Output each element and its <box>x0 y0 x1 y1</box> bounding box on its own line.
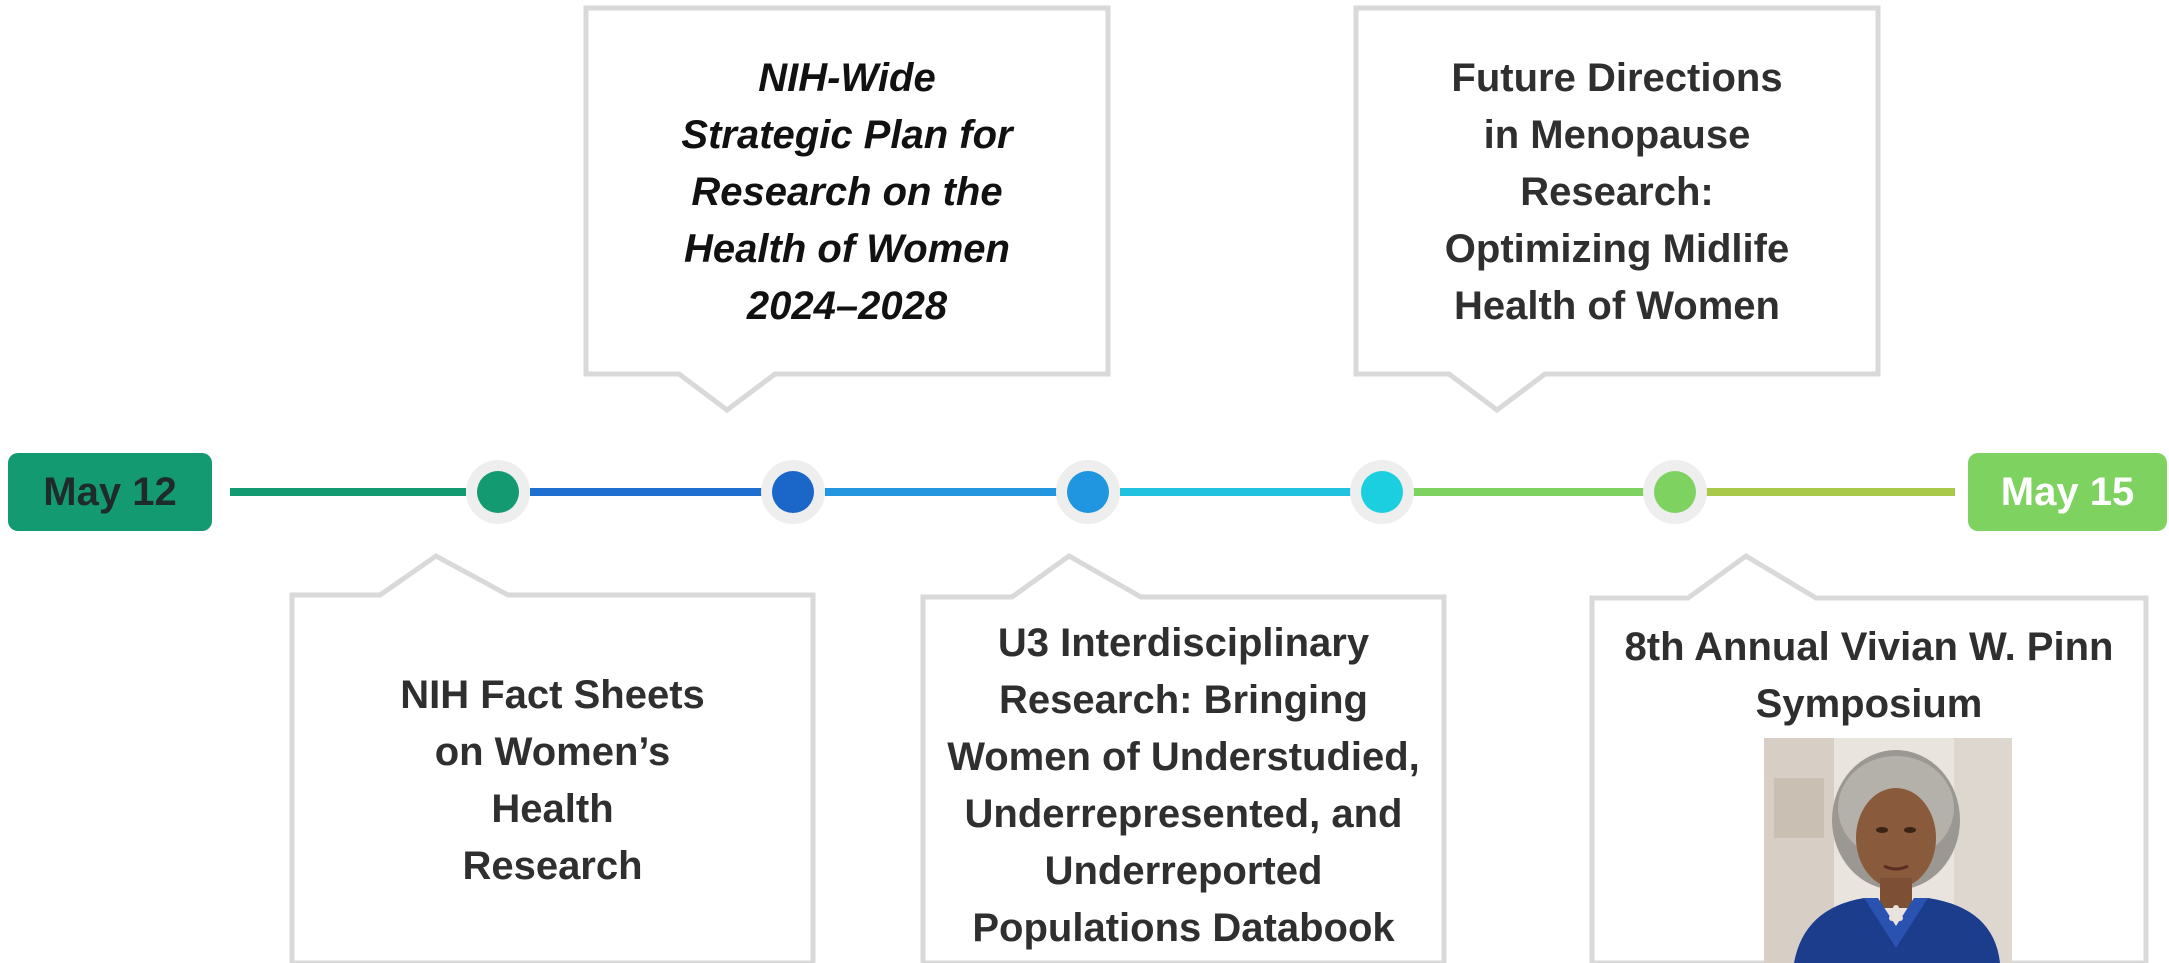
portrait-illustration <box>1764 738 2012 963</box>
fact-sheets-title: NIH Fact Sheets on Women’s Health Resear… <box>296 665 809 897</box>
strategic-plan-title: NIH-Wide Strategic Plan for Research on … <box>590 20 1104 365</box>
u3-databook-line: Populations Databook <box>972 906 1395 950</box>
menopause-line: Health of Women <box>1454 284 1780 328</box>
u3-databook-title: U3 Interdisciplinary Research: Bringing … <box>927 612 1440 960</box>
timeline-segment <box>1120 488 1356 496</box>
start-date-badge: May 12 <box>8 453 212 531</box>
menopause-line: Research: <box>1520 170 1714 214</box>
timeline-node-dot <box>1361 471 1403 513</box>
callout-box-u3-databook <box>920 553 1447 963</box>
timeline-node-4 <box>1350 460 1414 524</box>
strategic-plan-line: Research on the <box>691 170 1003 214</box>
timeline-segment <box>1412 488 1648 496</box>
menopause-line: Future Directions <box>1451 56 1783 100</box>
timeline-segment <box>1705 488 1955 496</box>
fact-sheets-line: Health <box>491 787 614 831</box>
menopause-line: in Menopause <box>1483 113 1751 157</box>
timeline-node-dot <box>1654 471 1696 513</box>
u3-databook-line: Underrepresented, and <box>964 792 1403 836</box>
end-date-label: May 15 <box>2000 470 2135 514</box>
timeline-node-5 <box>1643 460 1707 524</box>
fact-sheets-line: NIH Fact Sheets <box>400 673 705 717</box>
pinn-symposium-line: Symposium <box>1755 682 1983 726</box>
timeline-node-3 <box>1056 460 1120 524</box>
vivian-pinn-portrait-image <box>1764 738 2012 963</box>
strategic-plan-line: Strategic Plan for <box>681 113 1013 157</box>
menopause-line: Optimizing Midlife <box>1444 227 1790 271</box>
timeline-segment <box>230 488 466 496</box>
end-date-badge: May 15 <box>1968 453 2167 531</box>
strategic-plan-line: Health of Women <box>684 227 1010 271</box>
callout-box-strategic-plan <box>583 5 1111 414</box>
u3-databook-line: Women of Understudied, <box>947 735 1420 779</box>
callout-box-fact-sheets <box>289 553 816 963</box>
u3-databook-line: Research: Bringing <box>999 678 1368 722</box>
timeline-node-dot <box>772 471 814 513</box>
callout-box-menopause <box>1353 5 1881 414</box>
fact-sheets-line: on Women’s <box>434 730 671 774</box>
u3-databook-line: U3 Interdisciplinary <box>997 621 1370 665</box>
timeline-node-1 <box>466 460 530 524</box>
timeline-segment <box>530 488 766 496</box>
u3-databook-line: Underreported <box>1044 849 1323 893</box>
strategic-plan-line: 2024–2028 <box>746 284 948 328</box>
menopause-title: Future Directions in Menopause Research:… <box>1360 20 1874 365</box>
start-date-label: May 12 <box>43 470 177 514</box>
timeline-segment <box>825 488 1061 496</box>
timeline-node-2 <box>761 460 825 524</box>
timeline-node-dot <box>477 471 519 513</box>
pinn-symposium-line: 8th Annual Vivian W. Pinn <box>1624 625 2114 669</box>
timeline-node-dot <box>1067 471 1109 513</box>
pinn-symposium-title: 8th Annual Vivian W. Pinn Symposium <box>1596 618 2142 734</box>
strategic-plan-line: NIH-Wide <box>758 56 936 100</box>
fact-sheets-line: Research <box>462 844 643 888</box>
